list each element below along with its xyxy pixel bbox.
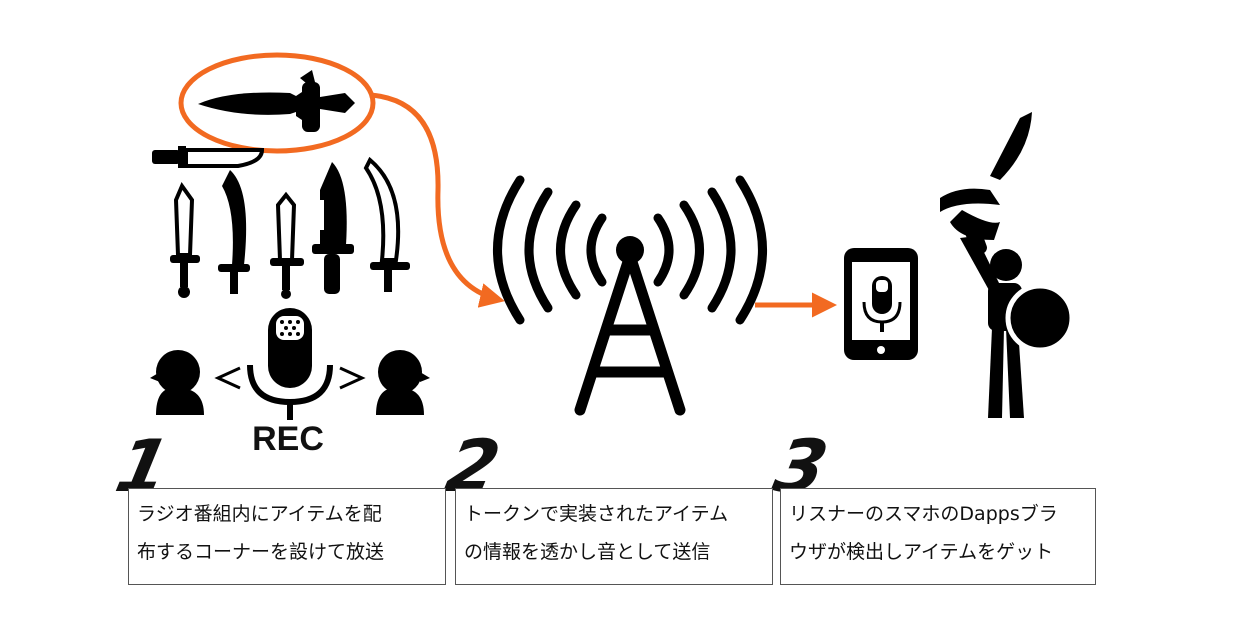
- swords-icon: [152, 146, 410, 299]
- step-2-caption-line-1: トークンで実装されたアイテム: [464, 503, 729, 525]
- step-3-caption-line-2: ウザが検出しアイテムをゲット: [789, 541, 1054, 563]
- step-2-caption: トークンで実装されたアイテム の情報を透かし音として送信: [455, 488, 773, 585]
- transfer-arrow-curve: [369, 92, 505, 308]
- step-1-caption-line-1: ラジオ番組内にアイテムを配: [137, 503, 382, 525]
- highlighted-dagger-icon: [178, 52, 376, 154]
- step-3-caption: リスナーのスマホのDappsブラ ウザが検出しアイテムをゲット: [780, 488, 1096, 585]
- microphone-icon: [247, 308, 333, 420]
- radio-tower-icon: [493, 175, 767, 416]
- step-3-caption-line-1: リスナーのスマホのDappsブラ: [789, 503, 1058, 525]
- step-1-caption: ラジオ番組内にアイテムを配 布するコーナーを設けて放送: [128, 488, 446, 585]
- speaker-person-icon: [150, 350, 430, 415]
- highlight-ellipse: [178, 52, 376, 154]
- step-1-caption-line-2: 布するコーナーを設けて放送: [137, 541, 385, 563]
- warrior-icon: [940, 112, 1075, 418]
- smartphone-icon: [844, 248, 918, 360]
- rec-label: REC: [252, 420, 324, 458]
- step-2-caption-line-2: の情報を透かし音として送信: [464, 541, 711, 563]
